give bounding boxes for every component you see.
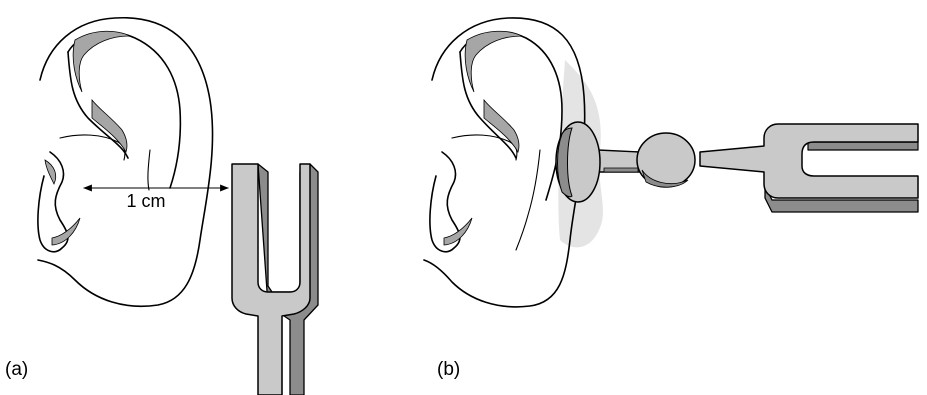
tuning-fork-b-side-upper (808, 142, 918, 150)
distance-label: 1 cm (126, 191, 165, 211)
ear-a-helix-fold (68, 32, 180, 188)
ear-b-shadow-antihelix (484, 100, 519, 152)
ear-b-shadow-lobe (444, 218, 472, 245)
ear-a-shadow-helix (73, 31, 130, 92)
ear-b-shadow-helix (465, 31, 522, 92)
panel-a-label: (a) (5, 359, 28, 380)
ear-a (38, 18, 213, 307)
panel-b: (b) (424, 18, 918, 380)
ear-a-concha-line (148, 150, 150, 190)
ear-b-helix-fold (460, 32, 562, 200)
ear-b-crus (452, 135, 517, 160)
ear-a-shadow-lobe (52, 218, 80, 245)
tuning-fork-b-handle-shade (604, 168, 638, 172)
ear-a-helix-outline (38, 18, 213, 307)
tuning-fork-a (232, 164, 318, 395)
ear-a-crus (60, 135, 125, 160)
tuning-fork-b (556, 122, 918, 212)
tuning-fork-b-face (700, 124, 918, 198)
ear-a-shadow-tragus (45, 160, 56, 184)
panel-a: 1 cm (a) (5, 18, 318, 395)
ear-b-concha-line (516, 150, 540, 250)
panel-b-label: (b) (437, 359, 460, 380)
